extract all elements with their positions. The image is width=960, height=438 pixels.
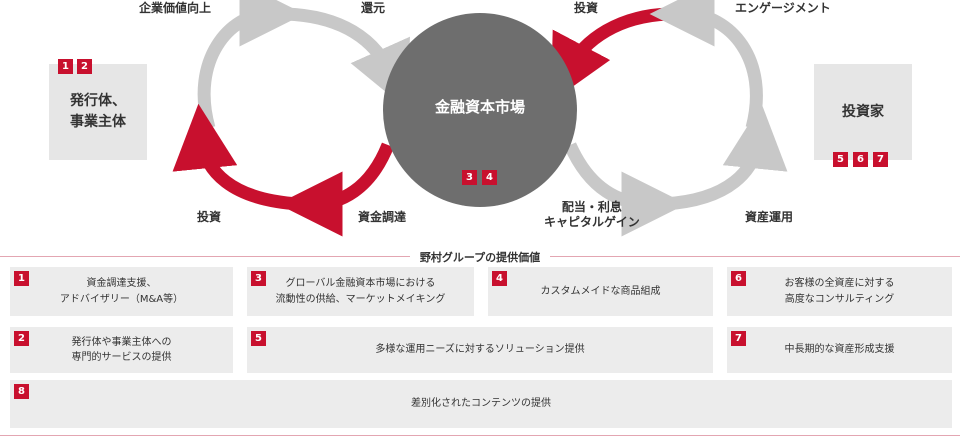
issuer-box: 発行体、 事業主体 xyxy=(49,64,147,160)
arrow-dividend xyxy=(564,142,687,237)
arrow-asset-management xyxy=(663,103,788,211)
investor-badge-7: 7 xyxy=(873,152,888,167)
arrow-enterprise-value xyxy=(197,0,305,130)
service-text-line2: アドバイザリー（M&A等） xyxy=(59,293,184,305)
market-badge-3: 3 xyxy=(462,170,477,185)
service-badge: 6 xyxy=(731,271,746,286)
arrow-engagement xyxy=(649,0,763,130)
label-dividend-line2: キャピタルゲイン xyxy=(544,215,640,229)
service-text-line1: 差別化されたコンテンツの提供 xyxy=(411,398,551,410)
market-badge-4: 4 xyxy=(482,170,497,185)
service-badge: 4 xyxy=(492,271,507,286)
service-box-6: 6 お客様の全資産に対する高度なコンサルティング xyxy=(727,267,952,316)
service-text-line1: グローバル金融資本市場における xyxy=(285,278,436,289)
label-engagement: エンゲージメント xyxy=(735,1,831,15)
service-box-5: 5 多様な運用ニーズに対するソリューション提供 xyxy=(247,327,713,373)
service-badge: 5 xyxy=(251,331,266,346)
service-box-2: 2 発行体や事業主体への専門的サービスの提供 xyxy=(10,327,233,373)
label-dividend-line1: 配当・利息 xyxy=(561,200,622,214)
label-enterprise-value: 企業価値向上 xyxy=(139,1,212,15)
flow-diagram xyxy=(172,0,788,237)
service-badge: 2 xyxy=(14,331,29,346)
label-asset-management: 資産運用 xyxy=(745,210,794,224)
label-funding: 資金調達 xyxy=(358,210,407,224)
arrow-invest-left xyxy=(172,103,301,211)
service-text-line1: 資金調達支援、 xyxy=(86,278,157,289)
service-text-line1: カスタムメイドな商品組成 xyxy=(540,285,661,297)
service-text-line1: 中長期的な資産形成支援 xyxy=(784,344,895,356)
market-title: 金融資本市場 xyxy=(434,98,525,116)
arrow-funding xyxy=(277,142,395,237)
investor-badge-6: 6 xyxy=(853,152,868,167)
service-badge: 3 xyxy=(251,271,266,286)
service-badge: 7 xyxy=(731,331,746,346)
issuer-badge-1: 1 xyxy=(58,59,73,74)
service-text-line2: 流動性の供給、マーケットメイキング xyxy=(275,293,446,305)
service-text-line2: 専門的サービスの提供 xyxy=(71,352,172,363)
investor-title: 投資家 xyxy=(842,103,884,120)
issuer-line2: 事業主体 xyxy=(70,114,126,130)
investor-box: 投資家 xyxy=(814,64,912,160)
service-text-line2: 高度なコンサルティング xyxy=(784,293,895,305)
service-box-1: 1 資金調達支援、アドバイザリー（M&A等） xyxy=(10,267,233,316)
service-box-3: 3 グローバル金融資本市場における流動性の供給、マーケットメイキング xyxy=(247,267,474,316)
service-box-7: 7 中長期的な資産形成支援 xyxy=(727,327,952,373)
service-text-line1: 多様な運用ニーズに対するソリューション提供 xyxy=(375,344,585,356)
section-title-wrap: 野村グループの提供価値 xyxy=(0,249,960,265)
issuer-badge-2: 2 xyxy=(77,59,92,74)
service-text-line1: お客様の全資産に対する xyxy=(784,278,895,289)
investor-badge-5: 5 xyxy=(833,152,848,167)
service-box-8: 8 差別化されたコンテンツの提供 xyxy=(10,380,952,428)
service-badge: 8 xyxy=(14,384,29,399)
service-text-line1: 発行体や事業主体への xyxy=(71,336,172,348)
service-badge: 1 xyxy=(14,271,29,286)
arrow-return xyxy=(285,7,410,110)
arrow-invest-right xyxy=(550,7,669,103)
label-invest-right: 投資 xyxy=(574,1,599,15)
section-title: 野村グループの提供価値 xyxy=(409,251,551,264)
label-return: 還元 xyxy=(361,1,386,15)
service-box-4: 4 カスタムメイドな商品組成 xyxy=(488,267,713,316)
market-circle xyxy=(383,13,577,207)
label-invest-left: 投資 xyxy=(197,210,222,224)
issuer-line1: 発行体、 xyxy=(70,93,126,109)
section-divider-bottom xyxy=(0,435,960,436)
label-dividend: 配当・利息 キャピタルゲイン xyxy=(544,200,640,230)
